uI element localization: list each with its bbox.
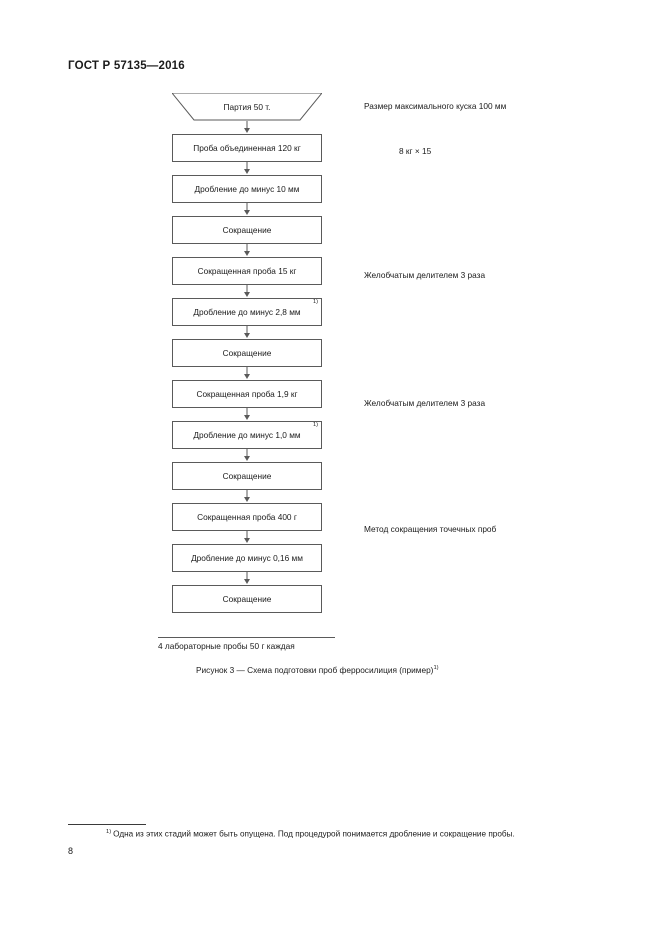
arrow-head-icon (244, 538, 250, 543)
flowchart-annotation-text: Желобчатым делителем 3 раза (364, 398, 486, 408)
arrow-head-icon (244, 579, 250, 584)
flow-node-box: Сокращенная проба 1,9 кг (172, 380, 322, 408)
flowchart-result-text: 4 лабораторные пробы 50 г каждая (158, 641, 295, 651)
arrow-head-icon (244, 210, 250, 215)
flow-connector-arrow (172, 367, 322, 380)
arrow-stem (246, 531, 248, 540)
flow-node-box: Дробление до минус 1,0 мм 1) (172, 421, 322, 449)
arrow-stem (246, 408, 248, 417)
arrow-head-icon (244, 128, 250, 133)
flow-node-footnote-marker: 1) (313, 299, 318, 305)
flow-connector-arrow (172, 203, 322, 216)
flowchart-annotation-text: 8 кг × 15 (399, 146, 432, 156)
sample-preparation-flowchart: Партия 50 т. Проба объединенная 120 кг Дро… (172, 93, 322, 613)
arrow-head-icon (244, 251, 250, 256)
flow-node-box: Сокращенная проба 15 кг (172, 257, 322, 285)
flow-node-box: Сокращенная проба 400 г (172, 503, 322, 531)
flow-node: Сокращение (172, 339, 322, 367)
flow-node: Дробление до минус 2,8 мм 1) (172, 298, 322, 326)
arrow-head-icon (244, 374, 250, 379)
flow-node: Сокращение (172, 216, 322, 244)
flow-connector-arrow (172, 490, 322, 503)
flow-node-label: Проба объединенная 120 кг (193, 142, 301, 153)
flow-node-label: Сокращение (222, 593, 272, 604)
arrow-head-icon (244, 456, 250, 461)
flow-node: Сокращение (172, 462, 322, 490)
flow-node: Дробление до минус 10 мм (172, 175, 322, 203)
arrow-stem (246, 244, 248, 253)
arrow-stem (246, 326, 248, 335)
arrow-head-icon (244, 292, 250, 297)
arrow-head-icon (244, 415, 250, 420)
footnote-separator-rule (68, 824, 146, 825)
flow-node-label: Сокращенная проба 400 г (197, 511, 297, 522)
arrow-stem (246, 490, 248, 499)
arrow-stem (246, 572, 248, 581)
footnote: 1)Одна из этих стадий может быть опущена… (106, 829, 515, 839)
flow-connector-arrow (172, 121, 322, 134)
flow-node-box: Проба объединенная 120 кг (172, 134, 322, 162)
flowchart-annotation-text: Метод сокращения точечных проб (364, 524, 497, 534)
flow-node: Сокращенная проба 15 кг (172, 257, 322, 285)
arrow-stem (246, 367, 248, 376)
flowchart-annotation-text: Размер максимального куска 100 мм (364, 101, 507, 111)
flow-node-label: Дробление до минус 1,0 мм (193, 429, 301, 440)
flow-node-trapezoid: Партия 50 т. (172, 93, 322, 121)
flowchart-bottom-rule (158, 637, 335, 638)
flow-connector-arrow (172, 326, 322, 339)
flow-connector-arrow (172, 572, 322, 585)
flow-node-label: Сокращение (222, 224, 272, 235)
arrow-head-icon (244, 169, 250, 174)
figure-caption-text: Рисунок 3 — Схема подготовки проб феррос… (196, 665, 434, 675)
flow-node-label: Дробление до минус 10 мм (194, 183, 300, 194)
page-number: 8 (68, 846, 74, 856)
flow-node: Партия 50 т. (172, 93, 322, 121)
arrow-stem (246, 285, 248, 294)
flow-node-box: Сокращение (172, 339, 322, 367)
flow-connector-arrow (172, 449, 322, 462)
flow-node-label: Сокращение (222, 347, 272, 358)
flow-node-label: Сокращение (222, 470, 272, 481)
flow-node-box: Дробление до минус 10 мм (172, 175, 322, 203)
arrow-stem (246, 203, 248, 212)
flow-node-label: Дробление до минус 0,16 мм (191, 552, 303, 563)
arrow-stem (246, 121, 248, 130)
flow-node-label: Сокращенная проба 15 кг (197, 265, 297, 276)
figure-caption-footnote-marker: 1) (433, 665, 439, 672)
flow-connector-arrow (172, 285, 322, 298)
flow-node-footnote-marker: 1) (313, 422, 318, 428)
flow-node: Сокращенная проба 400 г (172, 503, 322, 531)
arrow-head-icon (244, 497, 250, 502)
flow-node-box: Сокращение (172, 216, 322, 244)
flow-node: Сокращение (172, 585, 322, 613)
flow-connector-arrow (172, 244, 322, 257)
flow-node: Проба объединенная 120 кг (172, 134, 322, 162)
footnote-text: Одна из этих стадий может быть опущена. … (113, 829, 515, 839)
arrow-head-icon (244, 333, 250, 338)
page-header-standard-id: ГОСТ Р 57135—2016 (68, 60, 185, 72)
flow-node: Дробление до минус 0,16 мм (172, 544, 322, 572)
flow-node-label: Дробление до минус 2,8 мм (193, 306, 301, 317)
footnote-marker: 1) (106, 829, 112, 835)
flow-node: Сокращенная проба 1,9 кг (172, 380, 322, 408)
flow-connector-arrow (172, 162, 322, 175)
flow-node-box: Сокращение (172, 462, 322, 490)
flow-node-label: Партия 50 т. (223, 102, 271, 112)
flowchart-annotation-text: Желобчатым делителем 3 раза (364, 270, 486, 280)
flow-node: Дробление до минус 1,0 мм 1) (172, 421, 322, 449)
flow-node-label: Сокращенная проба 1,9 кг (196, 388, 298, 399)
arrow-stem (246, 449, 248, 458)
flow-node-box: Дробление до минус 2,8 мм 1) (172, 298, 322, 326)
trapezoid-shape-icon (172, 93, 322, 121)
arrow-stem (246, 162, 248, 171)
flow-connector-arrow (172, 408, 322, 421)
figure-caption: Рисунок 3 — Схема подготовки проб феррос… (196, 665, 439, 675)
flow-node-box: Сокращение (172, 585, 322, 613)
flow-node-box: Дробление до минус 0,16 мм (172, 544, 322, 572)
flow-connector-arrow (172, 531, 322, 544)
